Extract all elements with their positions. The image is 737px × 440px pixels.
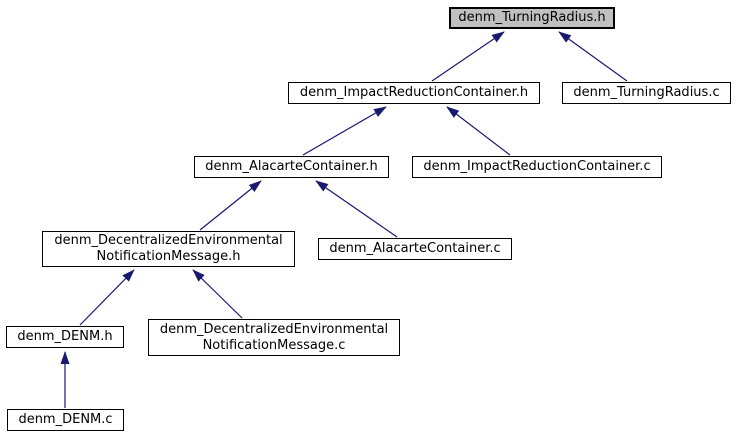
graph-node-denm-alacartecontainer-h[interactable]: denm_AlacarteContainer.h: [194, 156, 389, 178]
graph-node-denm-impactreductioncontainer-c[interactable]: denm_ImpactReductionContainer.c: [412, 156, 662, 178]
edge-denm-alacartecontainer-c-to-denm-alacartecontainer-h: [315, 180, 398, 238]
graph-node-denm-decentralizedenvironmental-notificationmessage-c[interactable]: denm_DecentralizedEnvironmental Notifica…: [148, 319, 400, 356]
edge-denm-decentralizedenvironmental-notificationmessage-h-to-denm-alacartecontainer-h: [199, 180, 262, 231]
graph-node-denm-denm-c[interactable]: denm_DENM.c: [7, 409, 124, 431]
graph-node-denm-alacartecontainer-c[interactable]: denm_AlacarteContainer.c: [318, 238, 512, 260]
graph-node-denm-denm-h[interactable]: denm_DENM.h: [6, 326, 124, 348]
graph-node-denm-impactreductioncontainer-h[interactable]: denm_ImpactReductionContainer.h: [288, 82, 540, 104]
graph-node-denm-turningradius-c[interactable]: denm_TurningRadius.c: [562, 82, 731, 104]
edge-denm-impactreductioncontainer-c-to-denm-impactreductioncontainer-h: [446, 106, 511, 156]
edge-denm-denm-h-to-denm-decentralizedenvironmental-notificationmessage-h: [79, 269, 135, 326]
graph-node-denm-decentralizedenvironmental-notificationmessage-h[interactable]: denm_DecentralizedEnvironmental Notifica…: [42, 231, 295, 267]
graph-node-denm-turningradius-h: denm_TurningRadius.h: [449, 7, 615, 29]
edge-denm-turningradius-c-to-denm-turningradius-h: [558, 31, 628, 82]
edge-denm-decentralizedenvironmental-notificationmessage-c-to-denm-decentralizedenvironmental-notificationmessage-h: [192, 269, 243, 319]
edge-denm-alacartecontainer-h-to-denm-impactreductioncontainer-h: [302, 106, 387, 156]
edge-denm-impactreductioncontainer-h-to-denm-turningradius-h: [431, 31, 505, 82]
